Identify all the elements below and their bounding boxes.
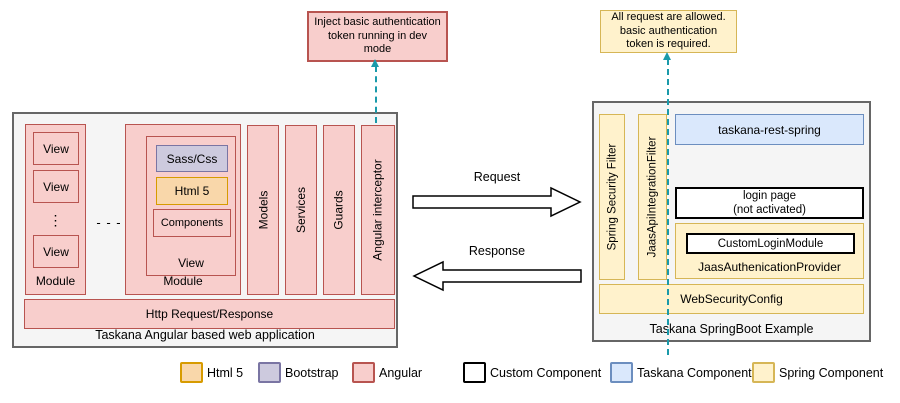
vertical-ellipsis: ⋮ — [48, 211, 63, 228]
web-security-config-bar: WebSecurityConfig — [599, 284, 864, 314]
legend-label: Spring Component — [779, 365, 884, 380]
angular-app-container: View View ⋮ View Module - - - Sass/Css H… — [12, 112, 398, 348]
dev-token-note: Inject basic authentication token runnin… — [307, 11, 448, 62]
request-label: Request — [473, 170, 521, 184]
custom-component-swatch — [463, 362, 486, 383]
modules-ellipsis: - - - — [96, 214, 122, 230]
view-box: View — [33, 170, 79, 203]
taskana-rest-spring-box: taskana-rest-spring — [675, 114, 864, 145]
angular-app-caption: Taskana Angular based web application — [95, 328, 315, 342]
html5-box: Html 5 — [156, 177, 228, 205]
springboot-container: Spring Security Filter JaasApiIntegratio… — [592, 101, 871, 342]
sass-css-box: Sass/Css — [156, 145, 228, 172]
legend-label: Bootstrap — [285, 365, 339, 380]
module-label: Module — [35, 274, 76, 288]
connector-arrowhead-left — [371, 59, 379, 67]
angular-module-1: View View ⋮ View Module — [25, 124, 86, 295]
legend-label: Angular — [379, 365, 423, 380]
legend-angular: Angular — [352, 362, 422, 383]
angular-module-2: Sass/Css Html 5 Components View Module — [125, 124, 241, 295]
response-label: Response — [468, 244, 526, 258]
guards-column: Guards — [323, 125, 355, 295]
angular-interceptor-column: Angular interceptor — [361, 125, 395, 295]
http-request-response-bar: Http Request/Response — [24, 299, 395, 329]
jaas-provider-label: JaasAuthenicationProvider — [698, 260, 841, 274]
bootstrap-swatch — [258, 362, 281, 383]
spring-component-swatch — [752, 362, 775, 383]
connector-line-right — [667, 59, 669, 355]
legend-spring-component: Spring Component — [752, 362, 883, 383]
html5-swatch — [180, 362, 203, 383]
request-flow: Request — [412, 170, 582, 218]
view-label: View — [178, 256, 204, 270]
angular-swatch — [352, 362, 375, 383]
response-flow: Response — [412, 244, 582, 292]
login-page-box: login page (not activated) — [675, 187, 864, 219]
legend-html5: Html 5 — [180, 362, 243, 383]
view-box: View — [33, 132, 79, 165]
models-column: Models — [247, 125, 279, 295]
auth-required-note: All request are allowed. basic authentic… — [600, 10, 737, 53]
legend-label: Taskana Component — [637, 365, 752, 380]
springboot-caption: Taskana SpringBoot Example — [649, 322, 814, 336]
custom-login-module-box: CustomLoginModule — [686, 233, 855, 254]
services-column: Services — [285, 125, 317, 295]
spring-security-filter-column: Spring Security Filter — [599, 114, 625, 280]
request-arrow — [412, 186, 582, 218]
connector-line-left — [375, 66, 377, 123]
legend-label: Html 5 — [207, 365, 244, 380]
legend-label: Custom Component — [490, 365, 602, 380]
legend-taskana-component: Taskana Component — [610, 362, 752, 383]
response-arrow — [412, 260, 582, 292]
jaas-api-integration-filter-column: JaasApiIntegrationFilter — [638, 114, 667, 280]
taskana-component-swatch — [610, 362, 633, 383]
module-label: Module — [163, 274, 203, 288]
view-container: Sass/Css Html 5 Components View — [146, 136, 236, 276]
connector-arrowhead-right — [663, 52, 671, 60]
view-box: View — [33, 235, 79, 268]
components-box: Components — [153, 209, 231, 237]
legend-custom-component: Custom Component — [463, 362, 601, 383]
jaas-authentication-provider-box: CustomLoginModule JaasAuthenicationProvi… — [675, 223, 864, 279]
legend-bootstrap: Bootstrap — [258, 362, 339, 383]
